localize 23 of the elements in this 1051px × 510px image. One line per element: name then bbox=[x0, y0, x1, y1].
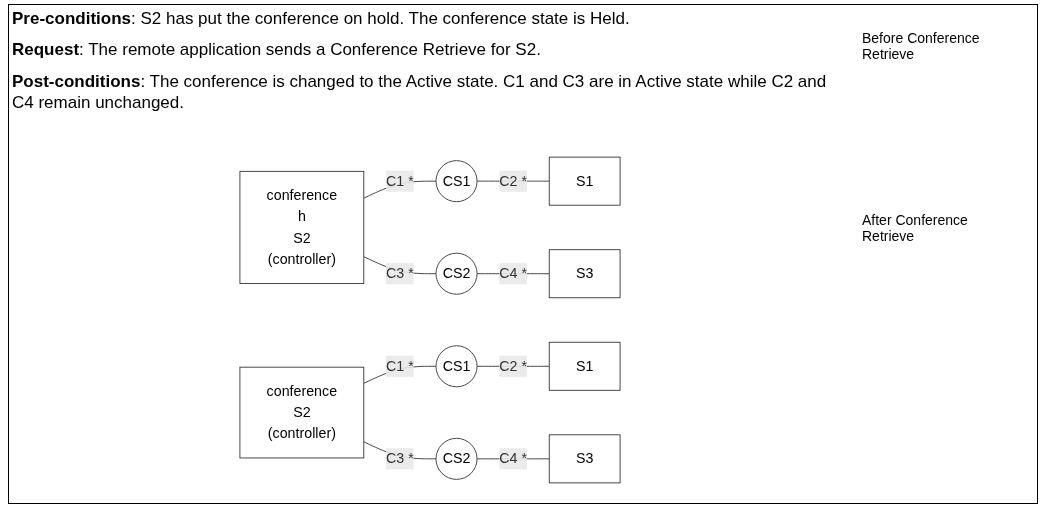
edge-label: C4 * bbox=[499, 265, 527, 281]
condition-text: Post-conditions: The conference is changed to the Active state. C1 and C3 are in Active state while C2 and C4 remain unchanged. bbox=[12, 70, 828, 113]
edge-label: C1 * bbox=[386, 173, 414, 189]
edge-label: C4 * bbox=[499, 450, 527, 466]
node-box: conference h S2 (controller) bbox=[239, 170, 365, 284]
node-circle: CS1 bbox=[435, 345, 478, 388]
panel-heading: After Conference Retrieve bbox=[862, 212, 969, 244]
node-circle: CS2 bbox=[435, 437, 478, 480]
edge-label: C3 * bbox=[386, 450, 414, 466]
node-box: S1 bbox=[548, 341, 621, 391]
node-box: S1 bbox=[548, 156, 621, 206]
edge-label: C1 * bbox=[386, 358, 414, 374]
node-box: S3 bbox=[548, 434, 621, 484]
condition-text: Pre-conditions: S2 has put the conference on hold. The conference state is Held. bbox=[12, 8, 631, 30]
node-box: S3 bbox=[548, 249, 621, 299]
condition-text: Request: The remote application sends a Conference Retrieve for S2. bbox=[12, 39, 542, 61]
panel-heading: Before Conference Retrieve bbox=[862, 30, 981, 62]
edge-label: C2 * bbox=[499, 358, 527, 374]
node-circle: CS1 bbox=[435, 160, 478, 203]
node-circle: CS2 bbox=[435, 252, 478, 295]
edge-label: C2 * bbox=[499, 173, 527, 189]
edge-label: C3 * bbox=[386, 265, 414, 281]
node-box: conference S2 (controller) bbox=[239, 366, 365, 459]
